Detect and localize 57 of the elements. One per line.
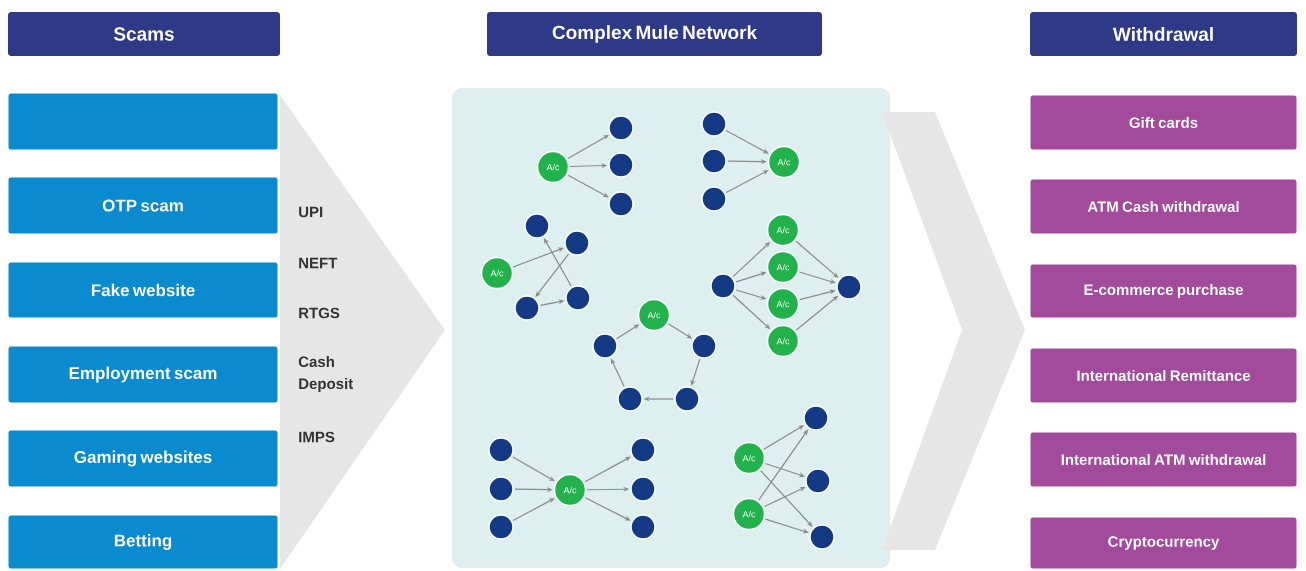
withdrawal-box: ATM Cash withdrawal: [1029, 178, 1298, 235]
arrow: [690, 358, 701, 386]
account-circle: [630, 437, 656, 463]
withdrawal-box: International ATM withdrawal: [1029, 431, 1298, 488]
column-header: Scams: [8, 12, 280, 56]
account-circle: [488, 476, 514, 502]
withdrawal-box: International Remittance: [1029, 347, 1298, 404]
arrow: [512, 498, 555, 522]
arrow: [584, 497, 631, 521]
account-circle: [836, 274, 862, 300]
scam-box: [7, 92, 279, 151]
account-circle: [564, 230, 590, 256]
account-circle: [488, 437, 514, 463]
account-circle: [701, 148, 727, 174]
scam-box: Gaming websites: [7, 429, 279, 488]
account-circle: [803, 405, 829, 431]
account-circle: [592, 333, 618, 359]
withdrawal-box: Gift cards: [1029, 94, 1298, 151]
arrow: [725, 129, 769, 154]
payment-method-label: IMPS: [299, 431, 335, 443]
payment-method-label: Cash Deposit: [298, 356, 354, 392]
account-circle: [617, 386, 643, 412]
account-circle: [608, 115, 634, 141]
account-circle: [691, 333, 717, 359]
account-circle: [701, 111, 727, 137]
account-circle: [608, 152, 634, 178]
payment-method-label: NEFT: [299, 257, 338, 269]
arrow: [764, 518, 809, 534]
account-circle: [710, 273, 736, 299]
arrow: [567, 174, 609, 198]
account-circle: [805, 468, 831, 494]
account-circle: [701, 186, 727, 212]
account-circle: [524, 213, 550, 239]
withdrawal-box: E-commerce purchase: [1029, 263, 1298, 319]
account-circle: [608, 191, 634, 217]
payment-method-label: UPI: [299, 206, 323, 218]
account-circle: [674, 386, 700, 412]
arrow: [584, 456, 631, 483]
column-header: Withdrawal: [1030, 12, 1297, 56]
account-circle: [488, 514, 514, 540]
arrow: [798, 271, 836, 284]
arrow: [725, 170, 769, 194]
arrow: [760, 470, 813, 527]
arrow: [795, 240, 839, 278]
scam-box: Fake website: [7, 261, 279, 319]
account-circle: [514, 295, 540, 321]
account-circle: [809, 524, 835, 550]
column-header: Complex Mule Network: [487, 12, 822, 56]
withdrawal-box: Cryptocurrency: [1029, 516, 1298, 570]
account-circle: [565, 285, 591, 311]
scam-box: OTP scam: [7, 176, 279, 235]
scam-box: Employment scam: [7, 345, 279, 404]
account-circle: [630, 514, 656, 540]
chevron-arrow: [882, 112, 1025, 550]
scam-box: Betting: [7, 514, 279, 570]
account-circle: [630, 476, 656, 502]
payment-method-label: RTGS: [299, 307, 340, 319]
